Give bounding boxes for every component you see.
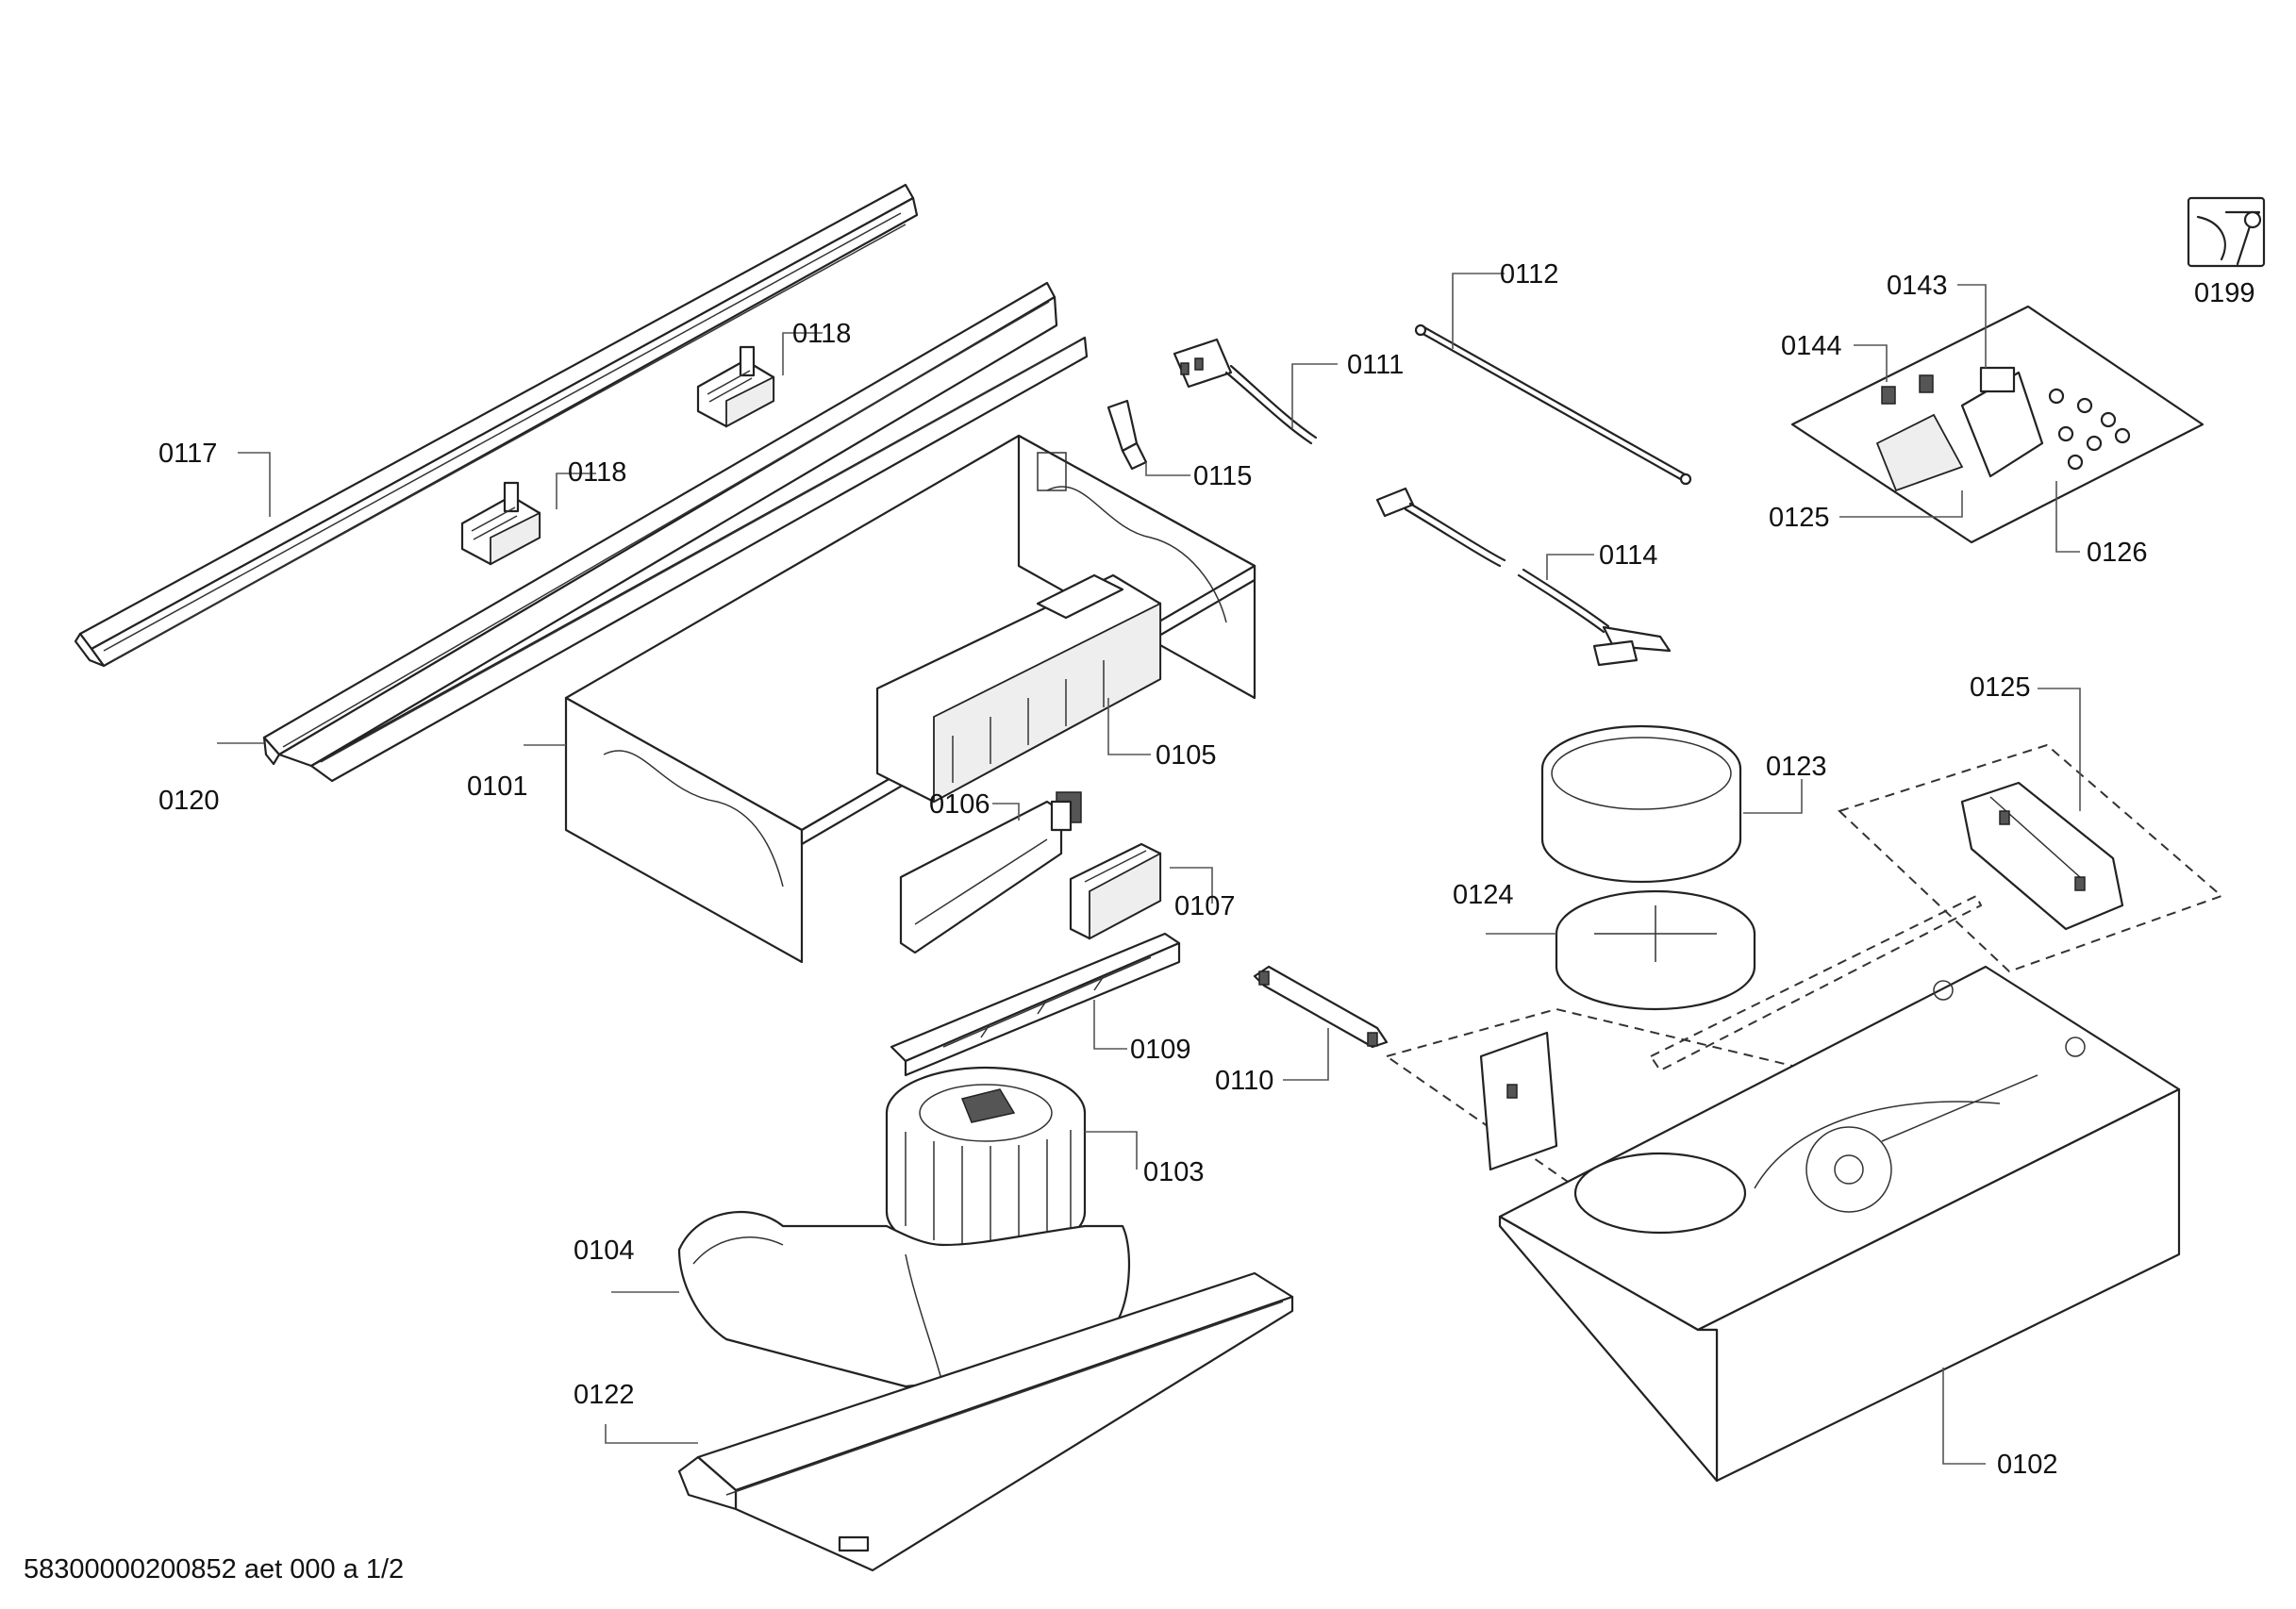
part-0104-volute	[677, 1210, 1131, 1388]
service-kit-icon	[2187, 196, 2266, 268]
callout-0143: 0143	[1887, 271, 1948, 301]
part-0117-rail	[74, 183, 919, 668]
callout-0114: 0114	[1599, 540, 1657, 571]
callout-0120: 0120	[158, 786, 220, 816]
part-0105-shroud	[875, 573, 1162, 804]
part-0114-harness	[1375, 487, 1672, 667]
part-0112-rod	[1414, 323, 1692, 486]
part-0106-board	[899, 791, 1082, 954]
callout-0109: 0109	[1130, 1035, 1191, 1065]
part-0103-blower-wheel	[885, 1066, 1087, 1259]
part-0125-bracket-box	[1838, 743, 2223, 973]
callout-0112: 0112	[1500, 259, 1558, 290]
callout-0102: 0102	[1997, 1450, 2058, 1480]
callout-0124: 0124	[1453, 880, 1514, 910]
callout-0115: 0115	[1193, 461, 1252, 491]
part-0118-clip-lower	[460, 481, 541, 566]
callout-0103: 0103	[1143, 1157, 1205, 1187]
callout-0144: 0144	[1781, 331, 1842, 361]
callout-0118-lower: 0118	[568, 457, 626, 488]
callout-0101: 0101	[467, 771, 528, 802]
callout-0123: 0123	[1766, 752, 1827, 782]
callout-0111: 0111	[1347, 350, 1404, 380]
part-0115-bracket	[1106, 399, 1148, 471]
callout-0122: 0122	[574, 1380, 635, 1410]
callout-labels: 0117 0118 0118 0120 0101 0105 0106 0107 …	[158, 259, 2255, 1480]
part-0120-rail	[262, 281, 1089, 783]
callout-0125-right: 0125	[1970, 672, 2031, 703]
part-0122-tray	[677, 1271, 1294, 1572]
part-0102-base	[1479, 965, 2181, 1483]
document-id: 58300000200852 aet 000 a 1/2	[24, 1554, 404, 1584]
callout-0107: 0107	[1174, 891, 1236, 921]
part-0111-cable	[1173, 338, 1318, 445]
part-0110-connector-strip	[1253, 965, 1389, 1049]
callout-0106: 0106	[929, 789, 990, 820]
callout-0126: 0126	[2087, 538, 2148, 568]
part-0123-duct-ring	[1540, 724, 1742, 884]
part-0109-tray	[890, 932, 1181, 1077]
callout-0125-kit: 0125	[1769, 503, 1830, 533]
part-0118-clip-upper	[696, 345, 775, 428]
callout-0118-upper: 0118	[792, 319, 851, 349]
callout-0117: 0117	[158, 439, 217, 469]
part-kit-bag	[1790, 305, 2204, 544]
callout-0104: 0104	[574, 1236, 635, 1266]
callout-0110: 0110	[1215, 1066, 1273, 1096]
callout-0199: 0199	[2194, 278, 2255, 308]
leader-lines	[217, 273, 2081, 1465]
callout-0105: 0105	[1156, 740, 1217, 771]
part-0107-module	[1069, 842, 1162, 940]
part-0124-damper	[1555, 889, 1756, 1011]
